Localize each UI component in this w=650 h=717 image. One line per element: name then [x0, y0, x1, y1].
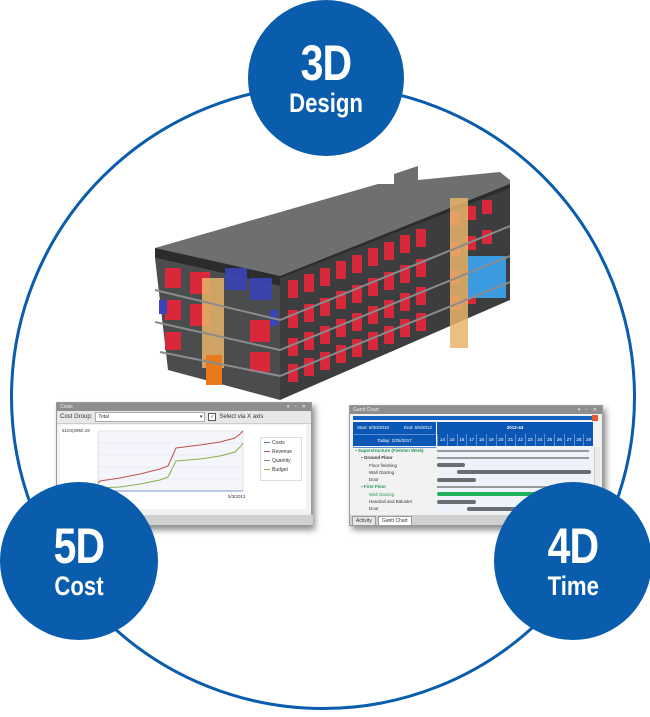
- chevron-down-icon: ▾: [199, 414, 203, 420]
- cost-group-select[interactable]: Total ▾: [95, 412, 206, 422]
- node-3d-design: 3D Design: [248, 0, 404, 156]
- node-4d-big-label: 4D: [547, 518, 600, 574]
- gantt-row[interactable]: ▪ Ground Floor: [353, 454, 593, 462]
- tab-activity[interactable]: Activity: [352, 516, 376, 525]
- gantt-tabs: Activity Gantt Chart: [350, 515, 604, 525]
- legend-revenue: Revenue: [261, 447, 301, 456]
- cost-chart: 5104(2960.19 0 8/30/2010 5/3/2012 Costs …: [60, 425, 306, 509]
- legend-costs: Costs: [261, 438, 301, 447]
- node-3d-big-label: 3D: [300, 35, 353, 91]
- y-max-label: 5104(2960.19: [62, 428, 90, 433]
- node-5d-small-label: Cost: [54, 571, 104, 601]
- x-end-label: 5/3/2012: [228, 494, 246, 499]
- node-5d-big-label: 5D: [53, 518, 106, 574]
- gantt-row[interactable]: ▪ Superstructure (Fielsten Werk): [353, 447, 593, 455]
- costs-window-titlebar[interactable]: Costs ▾ ▫ ✕: [57, 403, 311, 411]
- legend-quantity: Quantity: [261, 456, 301, 465]
- week-label: 2012-44: [506, 425, 524, 430]
- today-label: Today: 2/25/2017: [377, 438, 412, 443]
- gantt-row[interactable]: Handrail and Baluster: [353, 498, 593, 506]
- costs-toolbar: Cost Group: Total ▾ ✓ Select via X axis: [57, 411, 311, 424]
- costs-window-title: Costs: [60, 404, 73, 410]
- gantt-vertical-scrollbar[interactable]: [594, 447, 600, 511]
- window-controls[interactable]: ▾ ▫ ✕: [286, 404, 308, 410]
- tab-gantt-chart[interactable]: Gantt Chart: [377, 516, 412, 525]
- node-5d-cost: 5D Cost: [0, 482, 158, 640]
- cost-group-value: Total: [98, 414, 109, 420]
- gantt-row[interactable]: Door: [353, 476, 593, 484]
- timeline-scroller[interactable]: [353, 415, 598, 421]
- node-3d-small-label: Design: [289, 88, 363, 118]
- node-4d-time: 4D Time: [494, 482, 650, 640]
- node-4d-small-label: Time: [547, 571, 599, 601]
- gantt-row[interactable]: Floor finishing: [353, 461, 593, 469]
- cost-group-label: Cost Group:: [60, 414, 93, 420]
- gantt-row[interactable]: Wall Glazing: [353, 468, 593, 477]
- window-controls[interactable]: ▾ ▫ ✕: [577, 407, 599, 413]
- gantt-header: Start: 8/30/2010 End: 5/5/2012 Today: 2/2…: [353, 422, 593, 448]
- select-via-x-axis-checkbox[interactable]: ✓: [208, 413, 217, 421]
- building-3d-model: [150, 160, 520, 400]
- chart-legend: Costs Revenue Quantity Budget: [260, 437, 302, 481]
- select-via-x-axis-label: Select via X axis: [219, 414, 264, 420]
- gantt-row[interactable]: ▪ First Floor: [353, 483, 593, 491]
- end-date-label: End: 5/5/2012: [403, 425, 432, 430]
- gantt-row[interactable]: Wall Glazing: [353, 490, 593, 499]
- timeline-handle[interactable]: [592, 415, 598, 421]
- gantt-window-title: Gantt Chart: [353, 407, 379, 413]
- start-date-label: Start: 8/30/2010: [357, 425, 390, 430]
- legend-budget: Budget: [261, 465, 301, 474]
- gantt-window-titlebar[interactable]: Gantt Chart ▾ ▫ ✕: [350, 406, 602, 414]
